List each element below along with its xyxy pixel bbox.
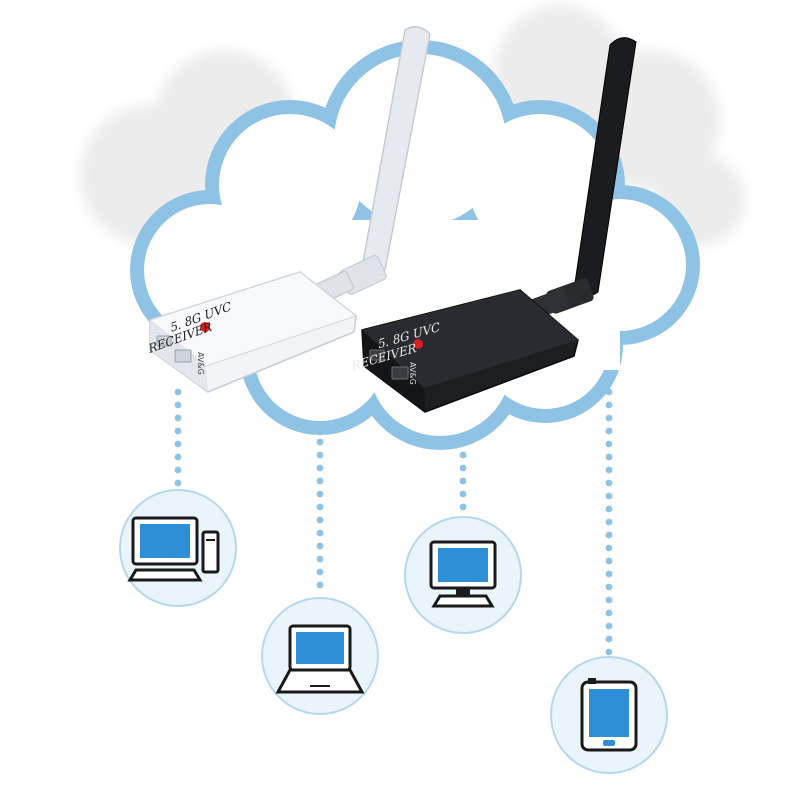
black-usb-port-left — [369, 349, 385, 361]
connector-dot — [174, 479, 182, 487]
connector-dot — [316, 555, 324, 563]
connector-dot — [174, 440, 182, 448]
monitor-icon — [429, 540, 497, 608]
connector-dot — [605, 531, 613, 539]
connector-dot — [605, 635, 613, 643]
white-antenna — [310, 26, 431, 306]
connector-dot — [316, 581, 324, 589]
connector-dot — [605, 518, 613, 526]
connector-dot — [174, 453, 182, 461]
connector-dot — [605, 622, 613, 630]
connector-dot — [605, 492, 613, 500]
tablet-icon — [580, 678, 638, 752]
connector-dot — [316, 477, 324, 485]
connector-dot — [605, 401, 613, 409]
white-led — [200, 322, 210, 332]
desktop-computer-icon — [127, 516, 220, 582]
connector-dot — [459, 503, 467, 511]
connector-dot — [605, 583, 613, 591]
connector-dot — [605, 544, 613, 552]
connector-dot — [605, 453, 613, 461]
connector-dot — [174, 427, 182, 435]
white-usb-port-left — [156, 335, 172, 347]
connector-dot — [605, 570, 613, 578]
connector-dot — [605, 466, 613, 474]
connector-dot — [316, 516, 324, 524]
connector-dot — [174, 466, 182, 474]
connector-dot — [605, 414, 613, 422]
white-receiver: AV&G 5. 8G UVC RECEIVER — [149, 26, 431, 393]
connector-dot — [605, 596, 613, 604]
connector-dot — [316, 529, 324, 537]
device-bubble-laptop — [261, 597, 379, 715]
connector-dot — [316, 464, 324, 472]
connector-dot — [459, 451, 467, 459]
connector-dot — [174, 401, 182, 409]
device-bubble-tablet — [550, 656, 668, 774]
laptop-icon — [275, 624, 365, 694]
device-bubble-monitor — [404, 516, 522, 634]
device-bubble-desktop — [119, 489, 237, 607]
black-receiver: AV&G 5. 8G UVC RECEIVER — [352, 37, 637, 413]
connector-dot — [605, 505, 613, 513]
connector-lines — [174, 388, 613, 656]
connector-dot — [316, 503, 324, 511]
connector-dot — [174, 414, 182, 422]
white-port-label: AV&G — [196, 352, 205, 375]
white-usb-port-right — [174, 349, 192, 363]
connector-dot — [459, 490, 467, 498]
connector-dot — [459, 477, 467, 485]
connector-dot — [174, 388, 182, 396]
black-led — [413, 339, 423, 349]
connector-dot — [605, 648, 613, 656]
connector-dot — [316, 490, 324, 498]
connector-dot — [605, 440, 613, 448]
black-usb-port-right — [391, 366, 409, 380]
connector-dot — [459, 438, 467, 446]
connector-dot — [316, 542, 324, 550]
connector-dot — [605, 557, 613, 565]
connector-dot — [605, 609, 613, 617]
connector-dot — [316, 438, 324, 446]
connector-dot — [316, 451, 324, 459]
connector-dot — [459, 464, 467, 472]
connector-dot — [316, 568, 324, 576]
connector-dot — [605, 388, 613, 396]
connector-dot — [605, 427, 613, 435]
black-port-label: AV&G — [408, 362, 417, 385]
connector-dot — [605, 479, 613, 487]
